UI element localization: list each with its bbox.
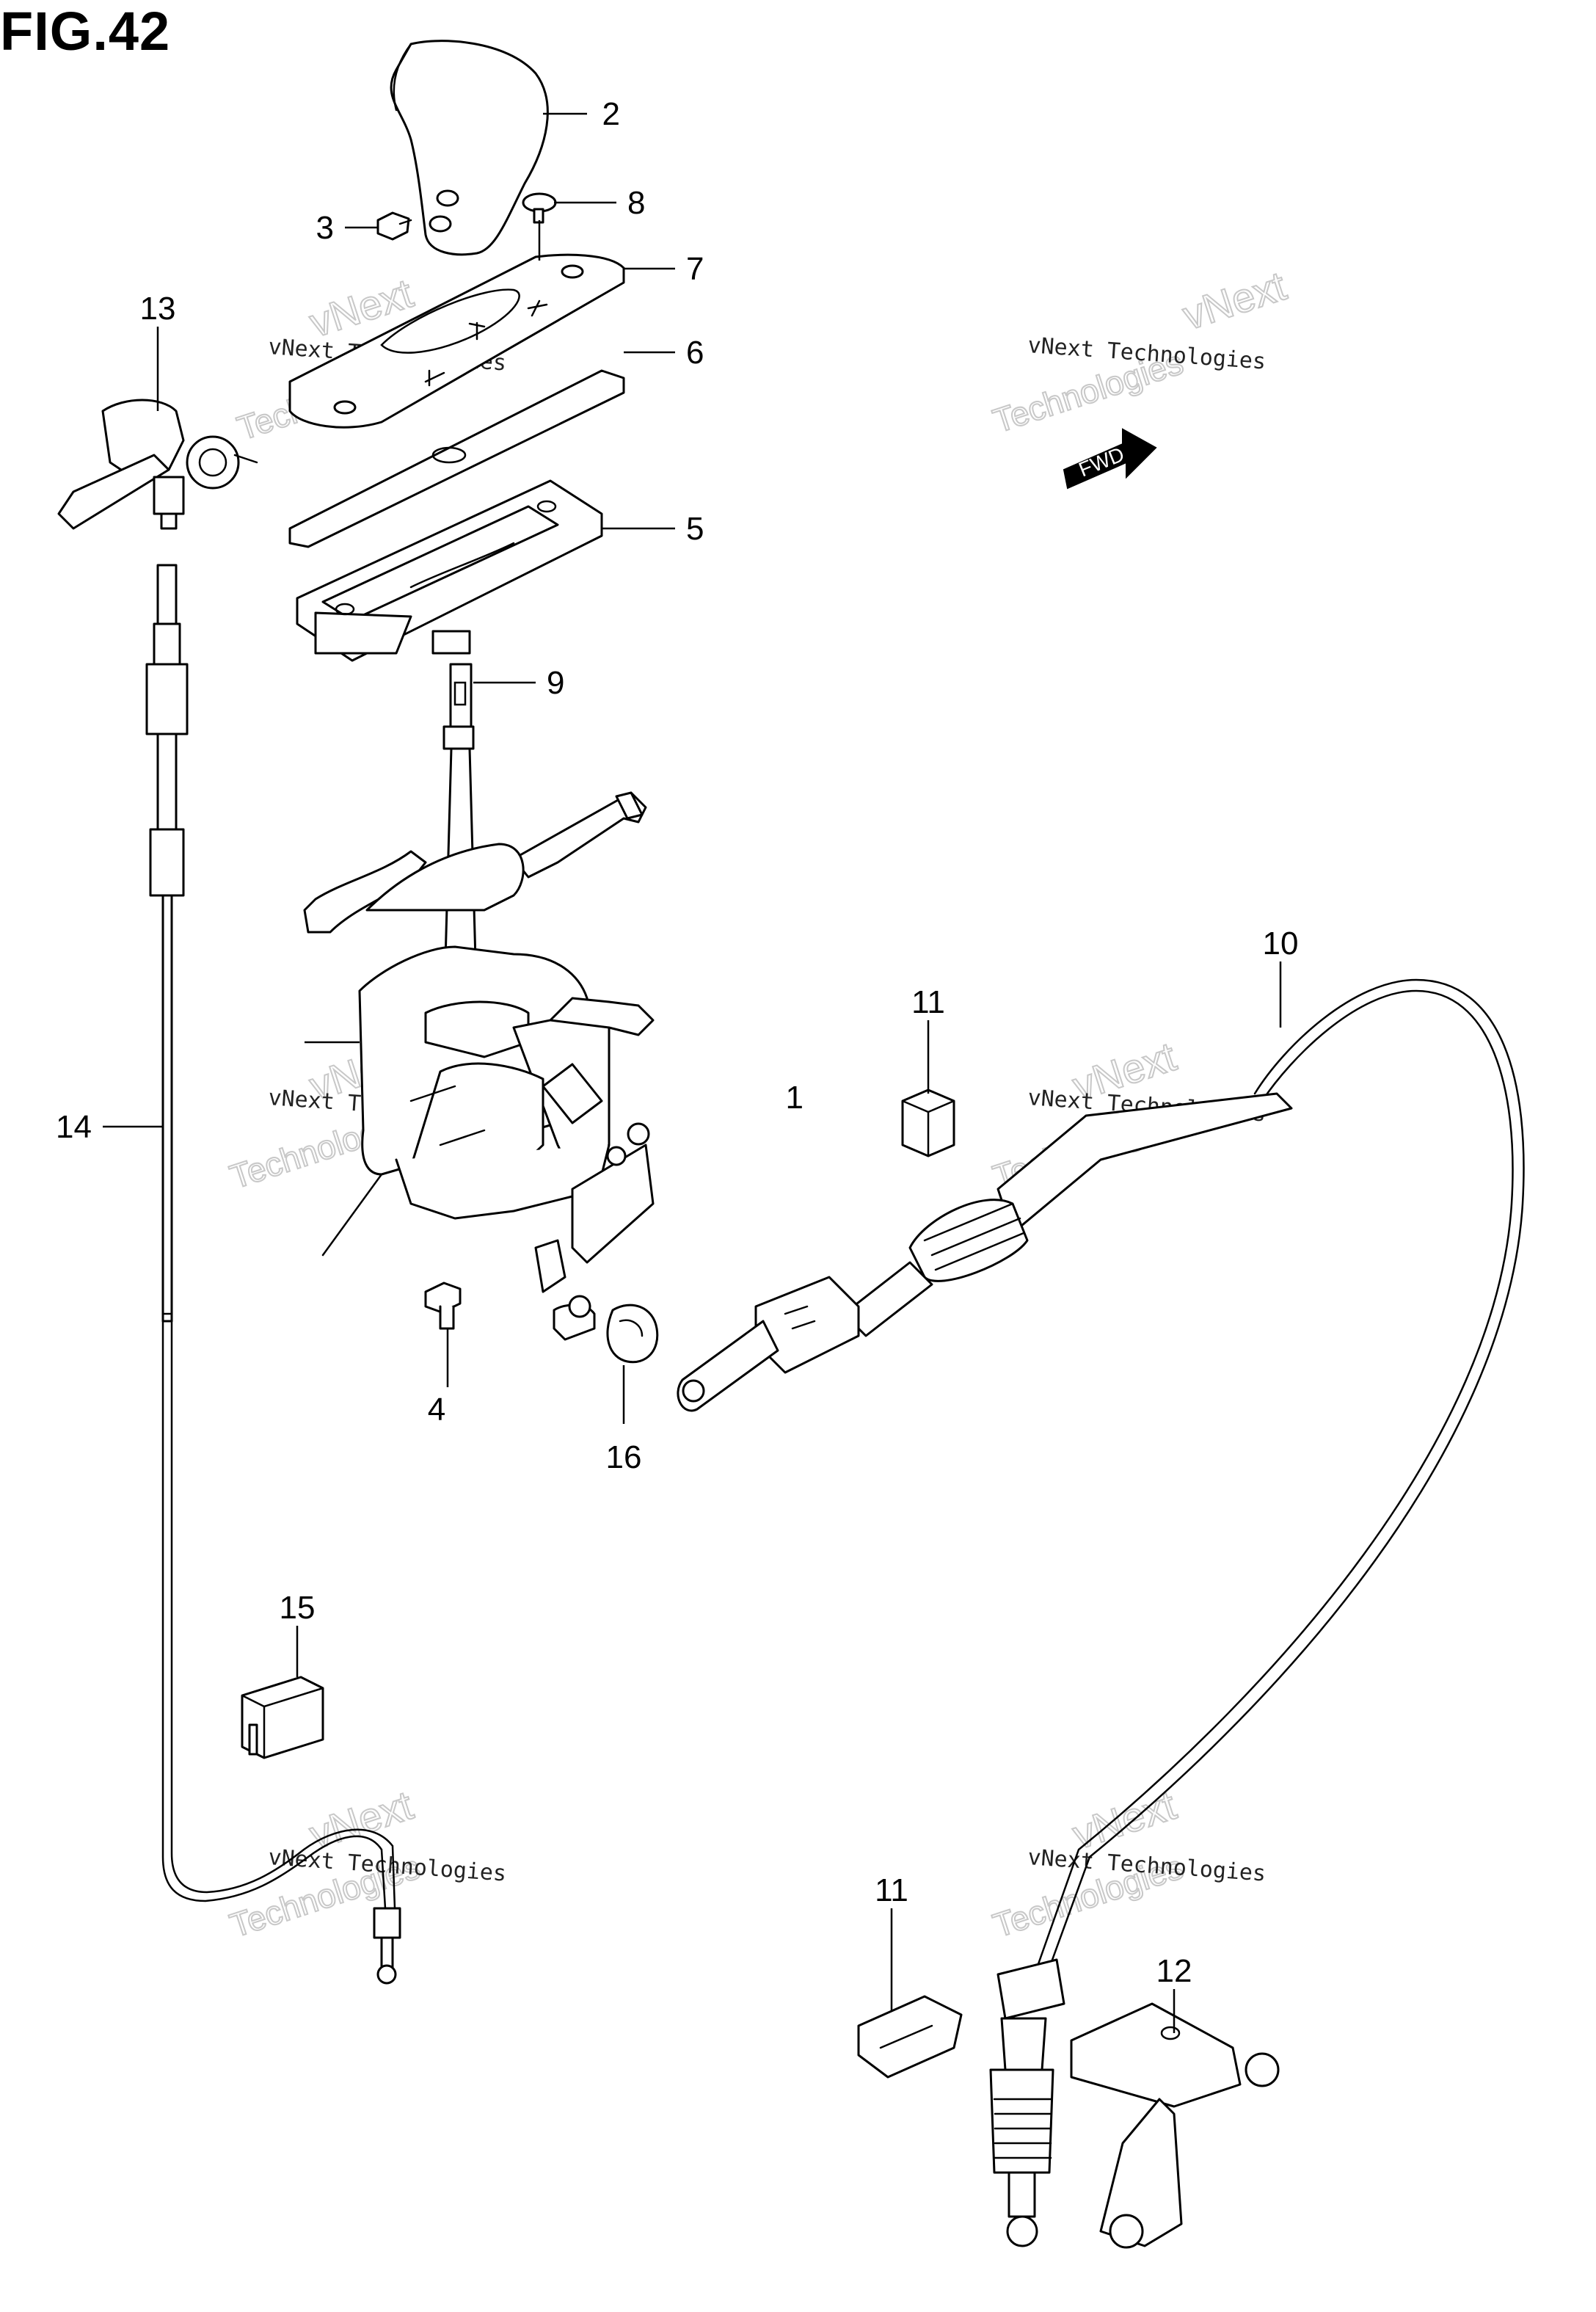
callout-5: 5 — [686, 511, 704, 547]
svg-text:FWD: FWD — [1076, 443, 1128, 481]
bolt-part-4 — [424, 1282, 462, 1330]
callout-7: 7 — [686, 251, 704, 287]
figure-title: FIG.42 — [0, 1, 171, 62]
screw-part-8 — [522, 192, 557, 224]
shifter-assembly-part-1 — [303, 791, 655, 1293]
callout-1: 1 — [786, 1080, 804, 1116]
callout-leaders — [103, 112, 1282, 2033]
shift-knob-part-2 — [390, 40, 549, 256]
bracket-part-12 — [1070, 2002, 1280, 2249]
clip-part-11-lower — [857, 1995, 963, 2079]
callout-labels: 1 2 3 4 5 6 7 8 9 10 11 11 12 13 14 15 1… — [56, 96, 1298, 1989]
cable-part-10 — [677, 978, 1525, 2247]
watermark-2: vNext Technologies vNext Technologies — [988, 261, 1292, 440]
callout-15: 15 — [280, 1590, 316, 1626]
callout-11-upper: 11 — [911, 984, 945, 1020]
svg-text:vNext: vNext — [304, 1781, 418, 1858]
callout-6: 6 — [686, 335, 704, 371]
callout-10: 10 — [1263, 926, 1299, 961]
lock-lever-part-13 — [57, 399, 258, 530]
fwd-badge: FWD — [1063, 428, 1157, 490]
watermark-6: vNext Technologies vNext Technologies — [988, 1781, 1267, 1945]
callout-2: 2 — [602, 96, 620, 132]
indicator-plate-part-7 — [288, 253, 625, 429]
clamp-part-15 — [241, 1676, 324, 1759]
gasket-part-6 — [288, 369, 625, 548]
callout-4: 4 — [428, 1392, 445, 1428]
stopper-pin — [553, 1295, 596, 1341]
svg-text:vNext: vNext — [1177, 262, 1291, 338]
callout-9: 9 — [547, 665, 564, 701]
screw-part-3 — [376, 211, 412, 241]
clip-part-16 — [606, 1304, 659, 1364]
callout-16: 16 — [606, 1439, 642, 1475]
callout-14: 14 — [56, 1109, 92, 1145]
callout-3: 3 — [316, 210, 334, 246]
watermark-5: vNext Technologies vNext Technologies — [225, 1781, 507, 1945]
callout-13: 13 — [140, 291, 176, 327]
callout-11-lower: 11 — [875, 1872, 908, 1908]
clip-part-11-upper — [901, 1088, 955, 1157]
slide-plate-part-5 — [296, 479, 603, 662]
callout-8: 8 — [627, 185, 645, 221]
cable-part-14 — [145, 564, 401, 1985]
callout-12: 12 — [1156, 1953, 1192, 1989]
